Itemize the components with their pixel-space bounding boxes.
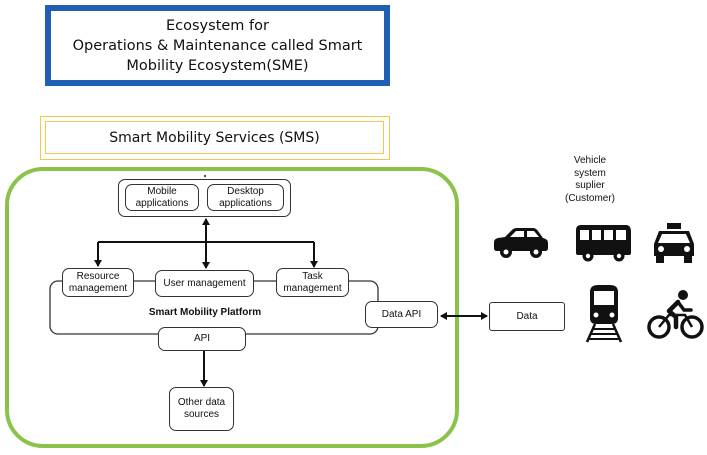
- resource-label-2: management: [68, 282, 128, 294]
- desktop-label-1: Desktop: [227, 185, 264, 197]
- data-api-box: Data API: [365, 301, 438, 328]
- supplier-line-1: Vehicle: [573, 155, 607, 166]
- user-management-box: User management: [155, 270, 254, 297]
- desktop-label-2: applications: [219, 197, 272, 209]
- mobile-applications-box: Mobile applications: [125, 184, 199, 211]
- other-data-sources-box: Other data sources: [169, 387, 234, 431]
- taxi-icon: [654, 223, 694, 263]
- desktop-applications-box: Desktop applications: [207, 184, 284, 211]
- train-icon: [585, 285, 623, 343]
- title-box: Ecosystem for Operations & Maintenance c…: [45, 5, 390, 86]
- bicycle-icon: [647, 290, 704, 339]
- supplier-label: Vehicle system suplier (Customer): [545, 154, 635, 206]
- bus-icon: [576, 225, 631, 262]
- mobile-label-2: applications: [135, 197, 189, 209]
- car-icon: [494, 228, 548, 258]
- platform-name: Smart Mobility Platform: [148, 306, 262, 318]
- api-box: API: [158, 327, 246, 351]
- title-line-2: Operations & Maintenance called Smart: [72, 37, 363, 54]
- resource-management-box: Resource management: [62, 268, 134, 297]
- platform-frame: [5, 167, 459, 448]
- other-label-2: sources: [183, 409, 219, 420]
- task-label-2: management: [283, 282, 342, 294]
- supplier-line-2: system: [574, 167, 606, 179]
- mobile-label-1: Mobile: [147, 185, 177, 197]
- other-label-1: Other data: [177, 397, 226, 408]
- resource-label-1: Resource: [76, 270, 120, 282]
- task-label-1: Task: [302, 270, 323, 282]
- title-line-1: Ecosystem for: [166, 17, 269, 34]
- data-box: Data: [489, 302, 565, 331]
- sms-label: Smart Mobility Services (SMS): [45, 121, 384, 154]
- sms-outer-border: [40, 116, 390, 160]
- title-line-3: Mobility Ecosystem(SME): [126, 57, 309, 74]
- supplier-line-4: (Customer): [564, 192, 615, 204]
- task-management-box: Task management: [276, 268, 349, 297]
- supplier-line-3: suplier: [575, 180, 605, 191]
